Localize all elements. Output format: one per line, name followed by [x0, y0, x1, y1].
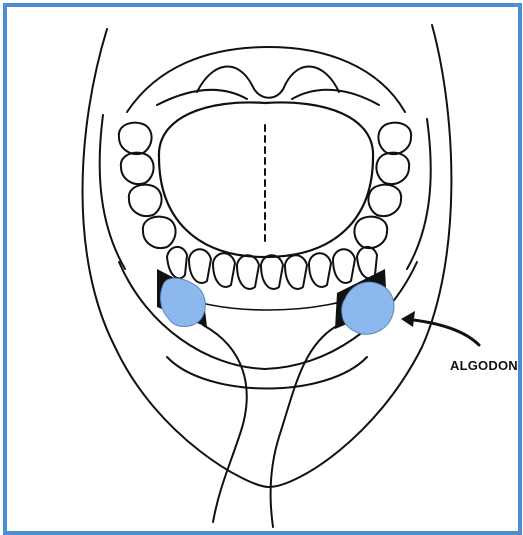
- chin-crease: [167, 357, 367, 389]
- algodon-label: ALGODON: [450, 358, 518, 373]
- uvula-arch: [197, 67, 339, 98]
- teeth-front: [167, 247, 377, 289]
- string-left: [203, 325, 247, 522]
- curved-arrow-icon: [405, 319, 479, 345]
- figure-frame: ALGODON: [3, 3, 522, 535]
- mouth-illustration: [7, 7, 518, 531]
- teeth-left: [119, 123, 176, 248]
- cotton-left: [161, 278, 206, 326]
- cheek-left: [100, 115, 125, 269]
- string-right: [271, 327, 335, 527]
- teeth-right: [354, 123, 411, 248]
